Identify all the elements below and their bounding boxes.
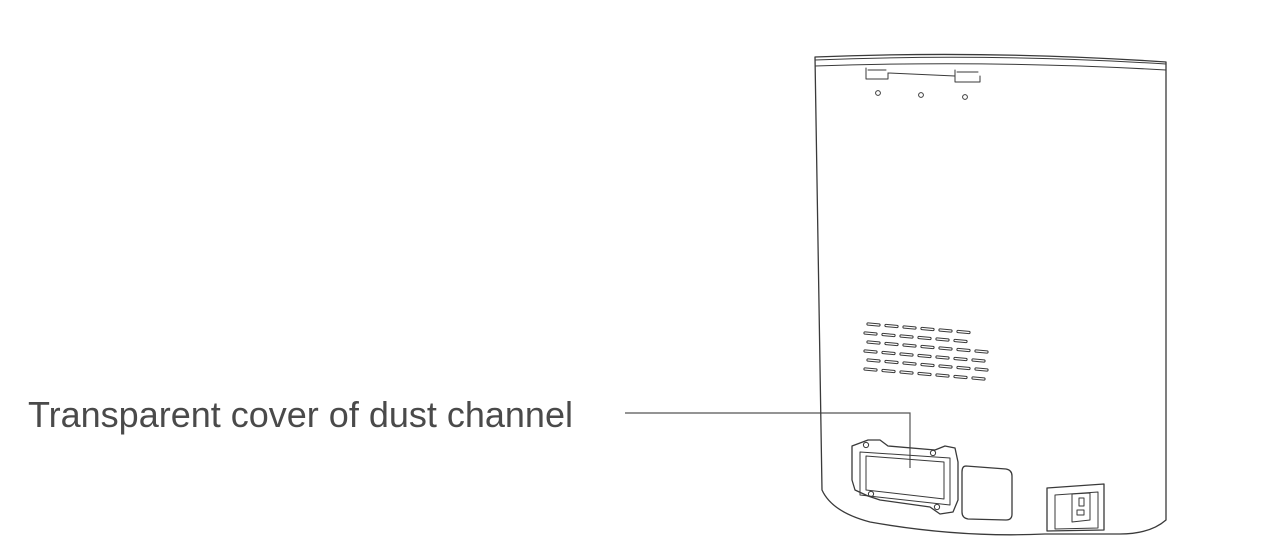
vent-slot-inner — [939, 365, 952, 368]
screw-right — [962, 94, 968, 100]
vent-slot-inner — [921, 363, 934, 367]
vent-slot-inner — [864, 350, 877, 353]
vent-slot-inner — [903, 344, 916, 347]
dust-channel-cover — [851, 439, 959, 515]
vent-slot-inner — [975, 368, 988, 371]
vent-slot-inner — [918, 354, 931, 358]
vent-slot-inner — [918, 336, 931, 340]
lid-hinge-right — [954, 69, 981, 83]
lid-hinge-bar — [887, 72, 956, 77]
power-socket — [1046, 483, 1105, 532]
vent-slot-inner — [957, 366, 970, 370]
vent-slot-inner — [936, 374, 949, 377]
vent-slot-inner — [918, 372, 931, 376]
vent-slot-inner — [954, 357, 967, 361]
vent-slot-inner — [885, 324, 898, 328]
vent-slot-inner — [882, 333, 895, 337]
callout-leader-line — [625, 412, 911, 468]
vent-slot-inner — [885, 360, 898, 364]
vent-slot-inner — [882, 369, 895, 373]
vent-slot-inner — [975, 350, 988, 353]
vent-slot-inner — [972, 377, 985, 380]
vent-slot-inner — [939, 347, 952, 350]
vent-slot-inner — [903, 362, 916, 365]
screw-center — [918, 92, 924, 98]
vent-slot-inner — [867, 341, 880, 344]
callout-label-dust-channel-cover: Transparent cover of dust channel — [28, 394, 573, 435]
dock-body-outline — [814, 53, 1167, 536]
vent-slot-inner — [957, 330, 970, 334]
vent-slot-inner — [867, 323, 880, 326]
vent-slot-inner — [864, 332, 877, 335]
vent-slot-inner — [900, 353, 913, 356]
vent-slot-inner — [957, 348, 970, 352]
vent-slot-inner — [921, 345, 934, 349]
vent-slot-inner — [900, 371, 913, 374]
vent-slot-inner — [867, 359, 880, 362]
dock-lid-line — [814, 63, 1167, 71]
lid-hinge-left — [865, 67, 889, 80]
vent-slot-inner — [882, 351, 895, 355]
vent-slot-inner — [864, 368, 877, 371]
vent-grille — [863, 322, 989, 381]
vent-slot-inner — [936, 338, 949, 341]
side-panel — [961, 465, 1013, 521]
vent-slot-inner — [972, 359, 985, 362]
vent-slot-inner — [954, 375, 967, 379]
vent-slot-inner — [900, 335, 913, 338]
vent-slot-inner — [921, 327, 934, 331]
vent-slot-inner — [885, 342, 898, 346]
dock-lid-inner-line — [814, 56, 1167, 65]
vent-slot-inner — [954, 339, 967, 343]
vent-slot-inner — [903, 326, 916, 329]
vent-slot-inner — [939, 329, 952, 332]
screw-left — [875, 90, 881, 96]
vent-slot-inner — [936, 356, 949, 359]
dust-dock-station — [814, 53, 1167, 536]
